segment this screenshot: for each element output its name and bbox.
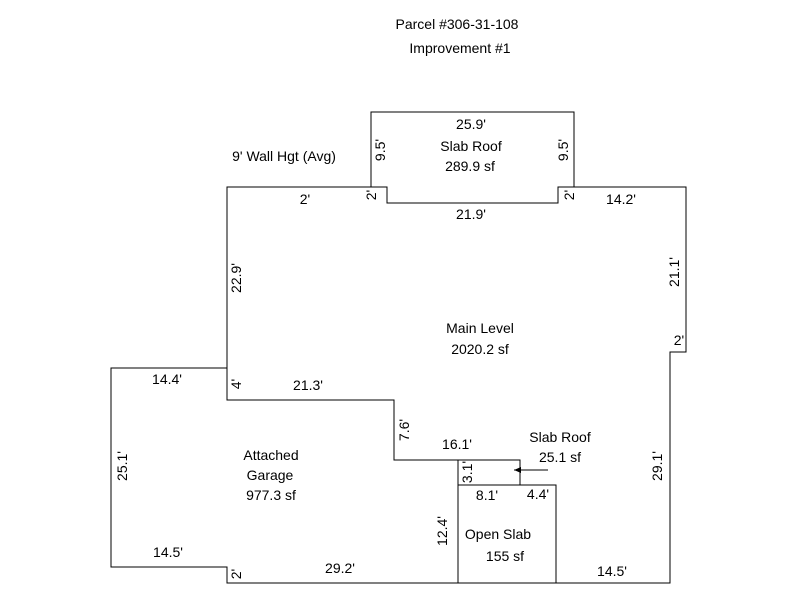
garage-area: 977.3 sf [246, 487, 296, 503]
open-slab-name: Open Slab [465, 526, 531, 542]
dim-top-roof-right-step: 2' [561, 190, 577, 200]
dim-garage-left: 25.1' [114, 451, 130, 481]
slab-roof-top-outline [370, 111, 575, 187]
dim-top-roof-top: 25.9' [456, 116, 486, 132]
main-level-name: Main Level [446, 320, 514, 336]
dim-garage-bottom: 29.2' [325, 560, 355, 576]
dim-garage-bottom-step: 2' [228, 569, 244, 579]
dim-main-inner-horiz: 16.1' [442, 436, 472, 452]
garage-name-line1: Attached [243, 447, 298, 463]
dim-open-slab-left: 12.4' [434, 516, 450, 546]
dim-main-right-lower: 29.1' [649, 451, 665, 481]
slab-roof-top-name: Slab Roof [440, 138, 502, 154]
dim-main-garage-top: 21.3' [293, 377, 323, 393]
dim-main-right-step: 2' [674, 332, 684, 348]
main-level-area: 2020.2 sf [451, 341, 509, 357]
dim-main-left: 22.9' [228, 263, 244, 293]
dim-main-inner-vert: 7.6' [396, 419, 412, 441]
dim-main-top-left: 2' [300, 191, 310, 207]
dim-main-garage-step: 4' [228, 379, 244, 389]
dim-top-roof-left-step: 2' [363, 190, 379, 200]
dim-bottom-right: 14.5' [597, 563, 627, 579]
garage-outline [110, 367, 458, 584]
dim-garage-top: 14.4' [152, 371, 182, 387]
parcel-number: Parcel #306-31-108 [396, 16, 519, 32]
improvement-number: Improvement #1 [409, 40, 510, 56]
dim-small-slab-left: 3.1' [459, 461, 475, 483]
garage-name-line2: Garage [247, 467, 294, 483]
slab-roof-top-area: 289.9 sf [445, 158, 495, 174]
dim-top-roof-bottom: 21.9' [456, 206, 486, 222]
dim-main-right-upper: 21.1' [666, 257, 682, 287]
slab-roof-top-bottom-edge [371, 186, 574, 204]
slab-roof-small-area: 25.1 sf [539, 449, 581, 465]
dim-top-roof-left: 9.5' [372, 139, 388, 161]
sketch-outlines [110, 111, 687, 584]
wall-height-note: 9' Wall Hgt (Avg) [232, 148, 336, 164]
open-slab-area: 155 sf [486, 548, 524, 564]
dim-open-slab-top: 8.1' [476, 487, 498, 503]
open-slab-outline [457, 460, 556, 584]
dim-open-slab-top-right: 4.4' [527, 486, 549, 502]
slab-roof-pointer-arrowhead [514, 467, 521, 473]
dim-main-top-right: 14.2' [606, 191, 636, 207]
slab-roof-small-name: Slab Roof [529, 429, 591, 445]
dim-top-roof-right: 9.5' [555, 139, 571, 161]
dim-garage-bottom-left: 14.5' [153, 544, 183, 560]
